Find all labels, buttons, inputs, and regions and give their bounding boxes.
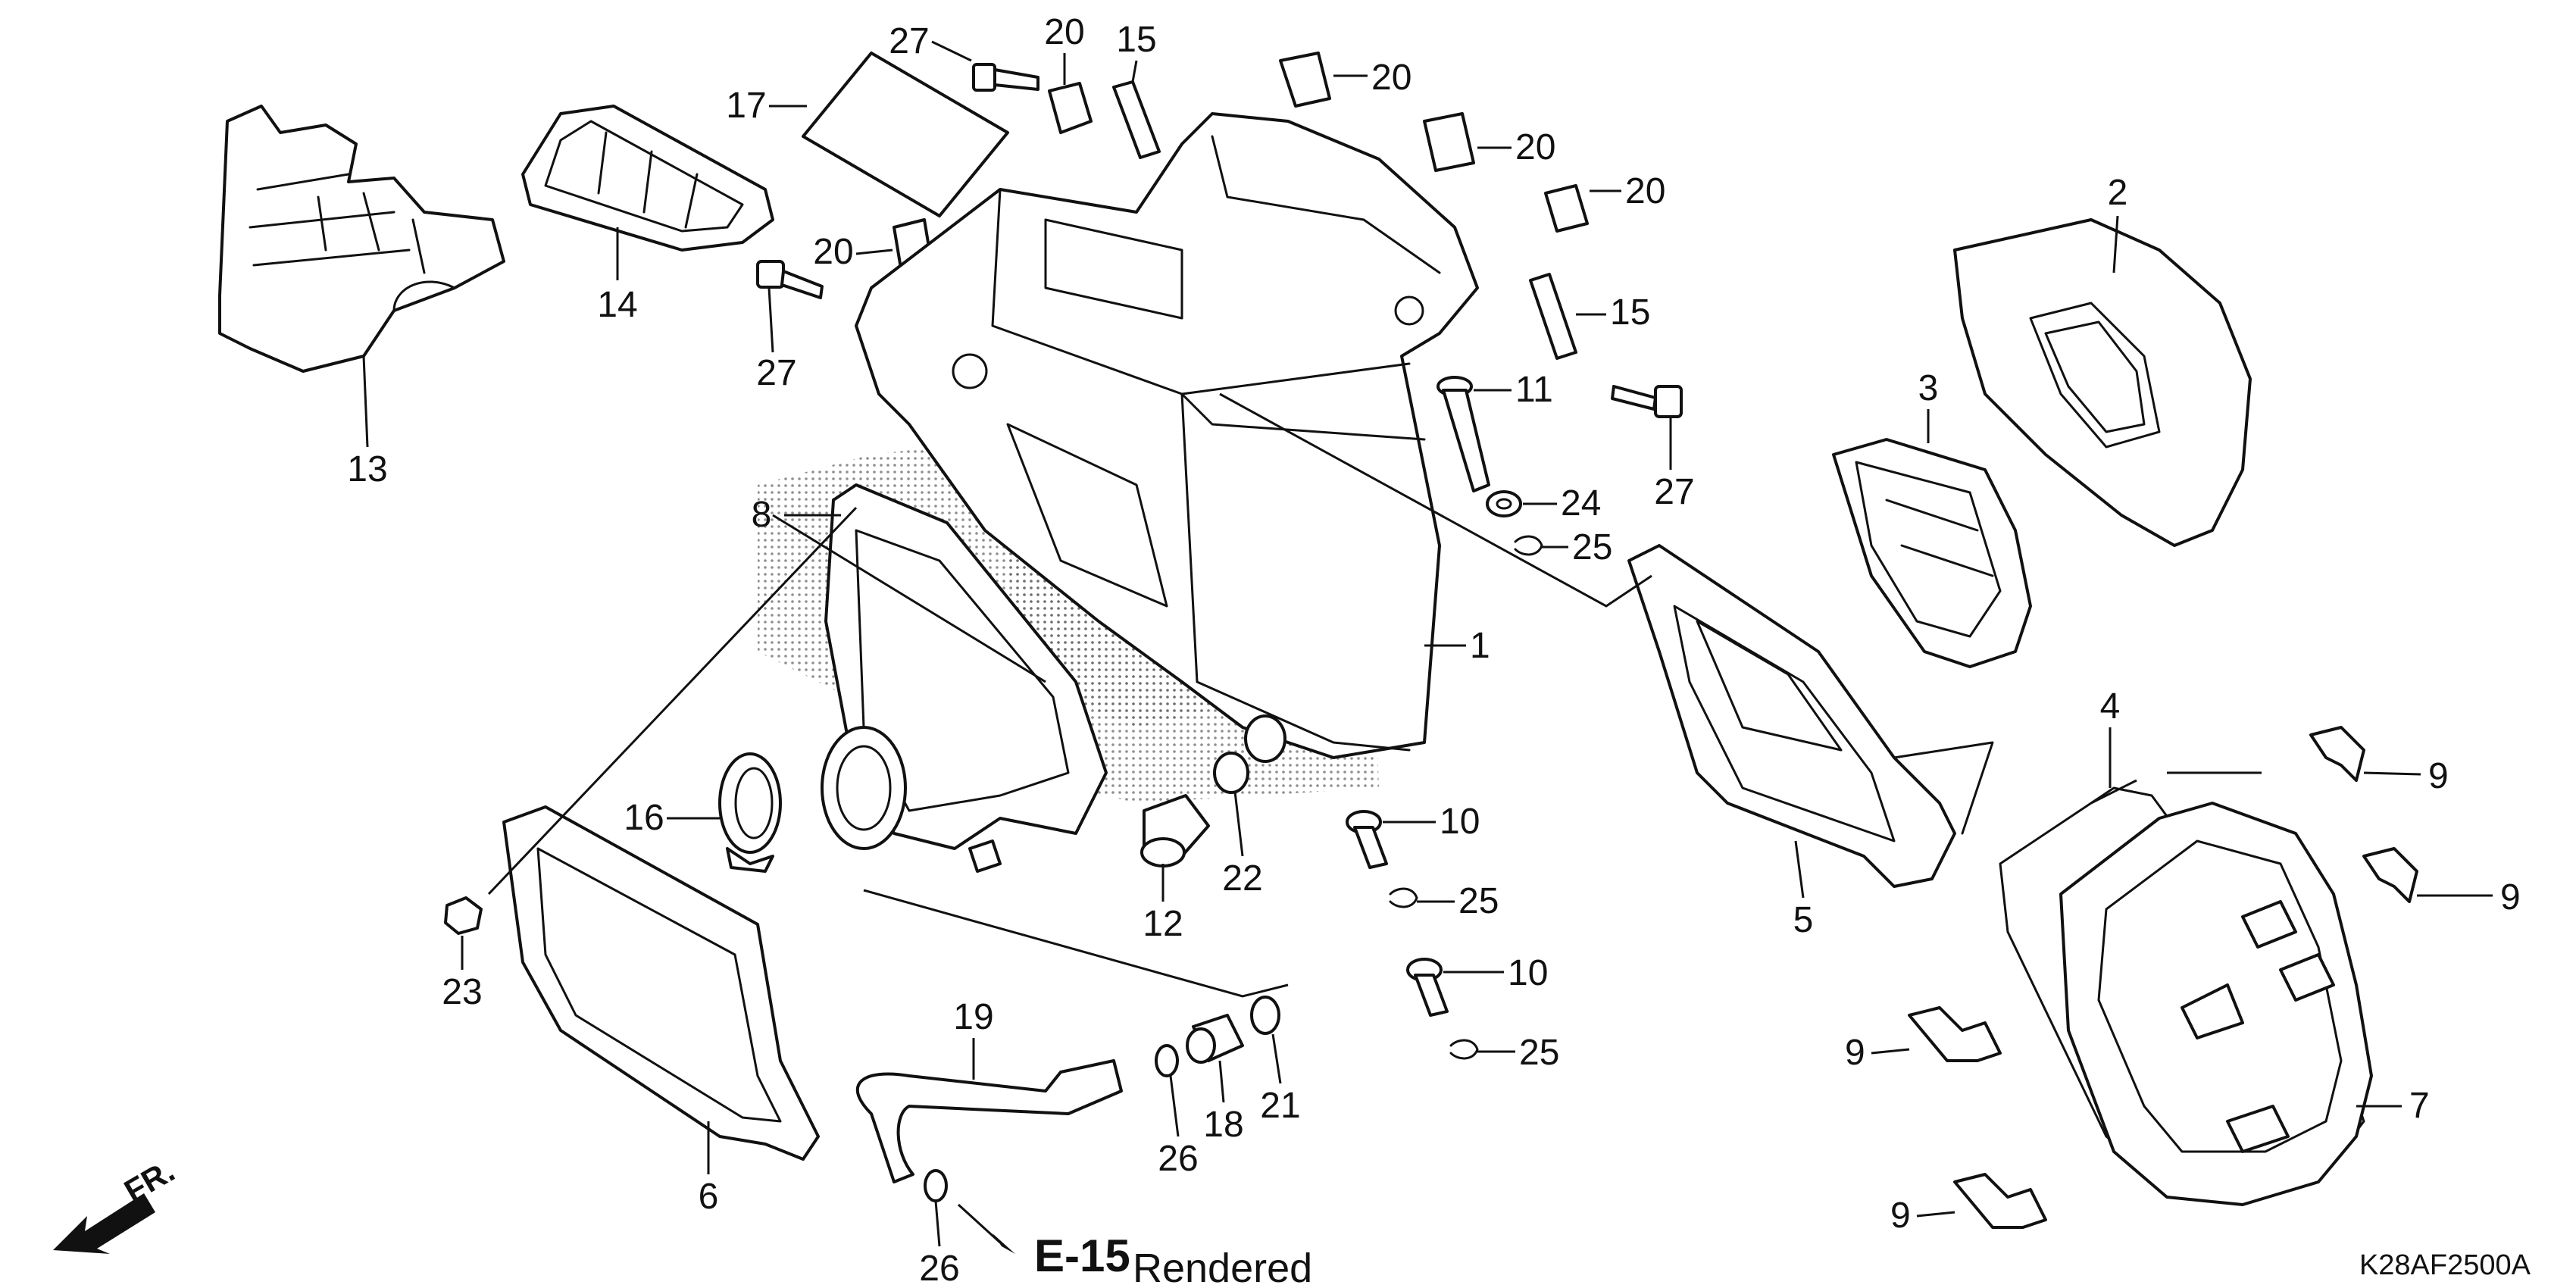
callout-25c: 25 (1519, 1033, 1559, 1073)
callout-21: 21 (1260, 1086, 1300, 1126)
callout-17: 17 (726, 86, 766, 126)
callout-23: 23 (442, 972, 482, 1012)
callout-10b: 10 (1508, 953, 1548, 993)
callout-2: 2 (2108, 173, 2128, 213)
callout-26b: 26 (919, 1249, 959, 1288)
callout-9d: 9 (1890, 1196, 1911, 1236)
callout-16: 16 (624, 798, 664, 838)
callout-20d: 20 (1625, 171, 1665, 211)
callout-9b: 9 (2500, 877, 2521, 918)
part-25-clips (1389, 535, 1543, 1060)
part-26-clamps (924, 1044, 1179, 1202)
callout-12: 12 (1143, 904, 1183, 944)
reference-e15: E-15 Rendered (957, 1203, 1312, 1288)
front-label: FR. (118, 1152, 180, 1209)
callout-5: 5 (1793, 900, 1814, 940)
callout-26a: 26 (1158, 1139, 1198, 1179)
part-5-element-holder (1627, 544, 1994, 888)
part-21-ring (1250, 996, 1280, 1035)
callout-20c: 20 (1515, 127, 1555, 167)
front-indicator: FR. (53, 1152, 180, 1254)
callout-15b: 15 (1610, 292, 1650, 333)
part-27-bolt-right (1611, 385, 1683, 418)
callout-1: 1 (1470, 626, 1490, 666)
part-7-cover (2059, 802, 2373, 1206)
front-arrow-icon (53, 1193, 155, 1254)
part-3-cage (1832, 438, 2032, 668)
part-9-clips (1908, 726, 2418, 1229)
callout-10a: 10 (1440, 802, 1480, 842)
part-10-pins (1346, 810, 1449, 1017)
part-23-nut (444, 896, 483, 935)
callout-15a: 15 (1116, 20, 1156, 60)
callouts: 27 20 15 20 20 20 20 17 14 27 13 15 11 2… (347, 12, 2520, 1288)
part-17-plate (802, 52, 1009, 217)
callout-19: 19 (953, 997, 993, 1037)
callout-11: 11 (1515, 370, 1553, 410)
part-27-bolt-left (756, 260, 824, 299)
part-18-fitting (1186, 1014, 1244, 1064)
part-2-filter-element (1953, 218, 2252, 547)
part-6-frame (502, 805, 820, 1161)
callout-6: 6 (699, 1177, 719, 1217)
callout-4: 4 (2100, 686, 2121, 727)
callout-7: 7 (2409, 1086, 2430, 1126)
callout-27c: 27 (1654, 472, 1694, 512)
leader-lines (487, 392, 2262, 998)
callout-9a: 9 (2428, 756, 2449, 796)
part-19-hose (855, 1059, 1123, 1183)
part-16-clamp (718, 752, 782, 873)
callout-25a: 25 (1572, 527, 1612, 567)
callout-22: 22 (1222, 858, 1262, 899)
part-14-duct (521, 105, 774, 252)
part-12-sleeve (1140, 794, 1210, 868)
callout-27b: 27 (756, 353, 796, 393)
diagram-code: K28AF2500A (2359, 1249, 2531, 1281)
part-24-washer (1486, 490, 1522, 517)
callout-8: 8 (752, 495, 772, 535)
part-15-strips (1112, 80, 1577, 360)
callout-3: 3 (1918, 368, 1939, 408)
callout-20e: 20 (813, 232, 853, 272)
callout-9c: 9 (1845, 1033, 1865, 1073)
callout-18: 18 (1203, 1105, 1243, 1145)
callout-27a: 27 (889, 21, 929, 61)
part-13-cover (218, 105, 505, 373)
part-1-airbox (855, 112, 1479, 759)
callout-14: 14 (597, 285, 637, 325)
part-27-bolt-top (972, 63, 1039, 92)
callout-20a: 20 (1044, 12, 1084, 52)
callout-13: 13 (347, 449, 387, 489)
callout-24: 24 (1561, 483, 1601, 524)
reference-suffix: Rendered (1133, 1246, 1312, 1288)
callout-20b: 20 (1371, 58, 1411, 98)
part-22-spring (1213, 714, 1286, 794)
callout-25b: 25 (1458, 881, 1499, 921)
reference-label: E-15 (1034, 1230, 1130, 1281)
part-8-gasket-funnel (821, 483, 1108, 873)
part-11-pin (1436, 376, 1490, 492)
